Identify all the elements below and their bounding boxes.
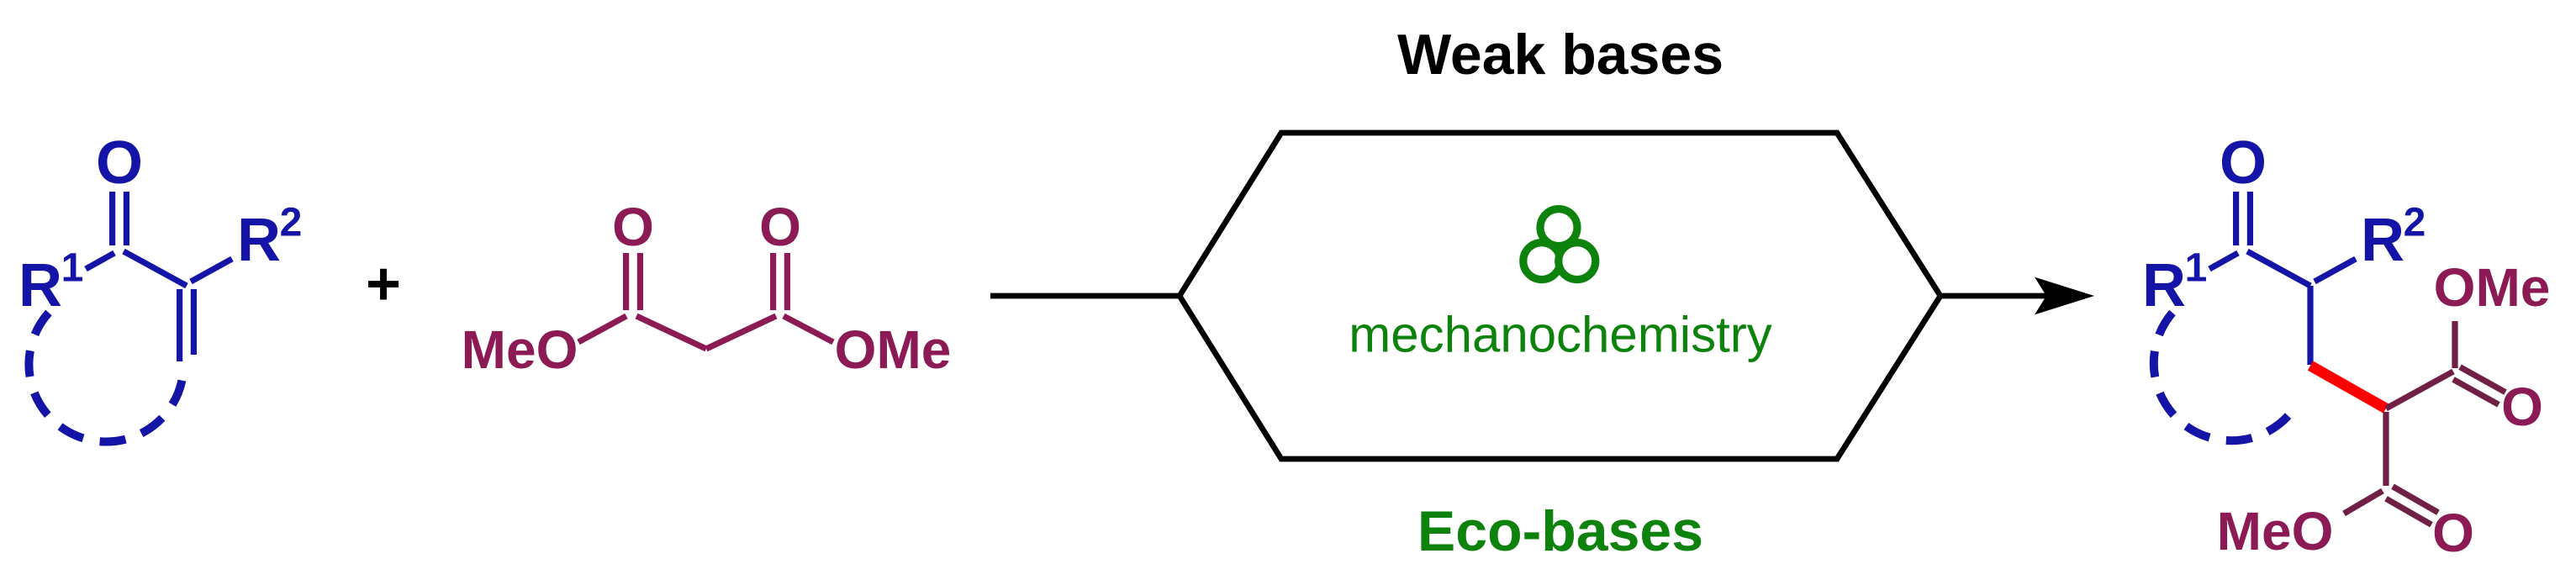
milling-ball <box>1536 205 1581 250</box>
weak-bases-title: Weak bases <box>1397 23 1723 87</box>
r2-label: R <box>2361 207 2404 274</box>
meo-label: MeO <box>462 319 578 380</box>
new-cc-bond-highlight <box>2307 361 2389 414</box>
product-adduct: O R 1 R 2 OMe O MeO O <box>2142 129 2550 563</box>
ester-oxygen-label: O <box>2432 503 2474 563</box>
ester-double-bond-line <box>2391 483 2440 515</box>
carbonyl-oxygen-label: O <box>96 129 143 197</box>
conditions-box: Weak bases mechanochemistry Eco-bases <box>990 23 2094 563</box>
mechanochemistry-label: mechanochemistry <box>1349 307 1772 363</box>
reaction-arrow-head <box>2035 277 2094 315</box>
carbonyl-to-alpha-bond <box>2246 248 2312 289</box>
r1-superscript: 1 <box>61 246 84 291</box>
r2-superscript: 2 <box>280 201 303 245</box>
milling-balls-icon <box>1519 205 1600 284</box>
carbonyl-to-vinyl-bond <box>122 248 188 289</box>
r1-label: R <box>18 252 62 319</box>
r2-label: R <box>237 207 281 274</box>
ester-double-bond-line <box>2384 496 2433 528</box>
ester-oxygen-label: O <box>2501 377 2543 437</box>
ester-oxygen-label: O <box>759 197 801 257</box>
ester-to-meo-bond <box>2342 488 2384 517</box>
c-to-r1-bond <box>84 250 116 272</box>
conditions-hexagon <box>1175 129 1945 462</box>
milling-ball <box>1555 239 1600 284</box>
ome-label: OMe <box>835 319 952 380</box>
carbonyl-to-ch2-bond <box>635 313 708 352</box>
reactant-enone: O R 1 R 2 <box>18 129 303 446</box>
meo-to-carbonyl-bond <box>577 313 628 345</box>
r2-superscript: 2 <box>2404 201 2426 245</box>
ester-double-bond-line <box>2458 364 2507 395</box>
alpha-to-r2-bond <box>2313 256 2357 285</box>
reagent-dimethyl-malonate: MeO O O OMe <box>462 197 952 380</box>
eco-bases-title: Eco-bases <box>1417 499 1703 563</box>
carbonyl-to-ome-bond <box>782 313 835 345</box>
ester-oxygen-label: O <box>612 197 654 257</box>
r1-superscript: 1 <box>2185 246 2208 291</box>
ch2-to-carbonyl-bond <box>705 313 778 352</box>
vinyl-to-r2-bond <box>189 256 234 285</box>
ome-label: OMe <box>2434 257 2551 318</box>
meo-label: MeO <box>2217 501 2334 561</box>
ester-double-bond-line <box>2452 377 2500 408</box>
c-to-r1-bond <box>2208 250 2240 272</box>
carbonyl-oxygen-label: O <box>2220 129 2267 197</box>
ch-to-ester-bond <box>2384 368 2455 412</box>
r1-label: R <box>2142 252 2186 319</box>
plus-sign: + <box>366 250 401 318</box>
generic-ring-dashed-arc <box>2149 309 2294 445</box>
generic-ring-dashed-arc <box>24 309 187 446</box>
